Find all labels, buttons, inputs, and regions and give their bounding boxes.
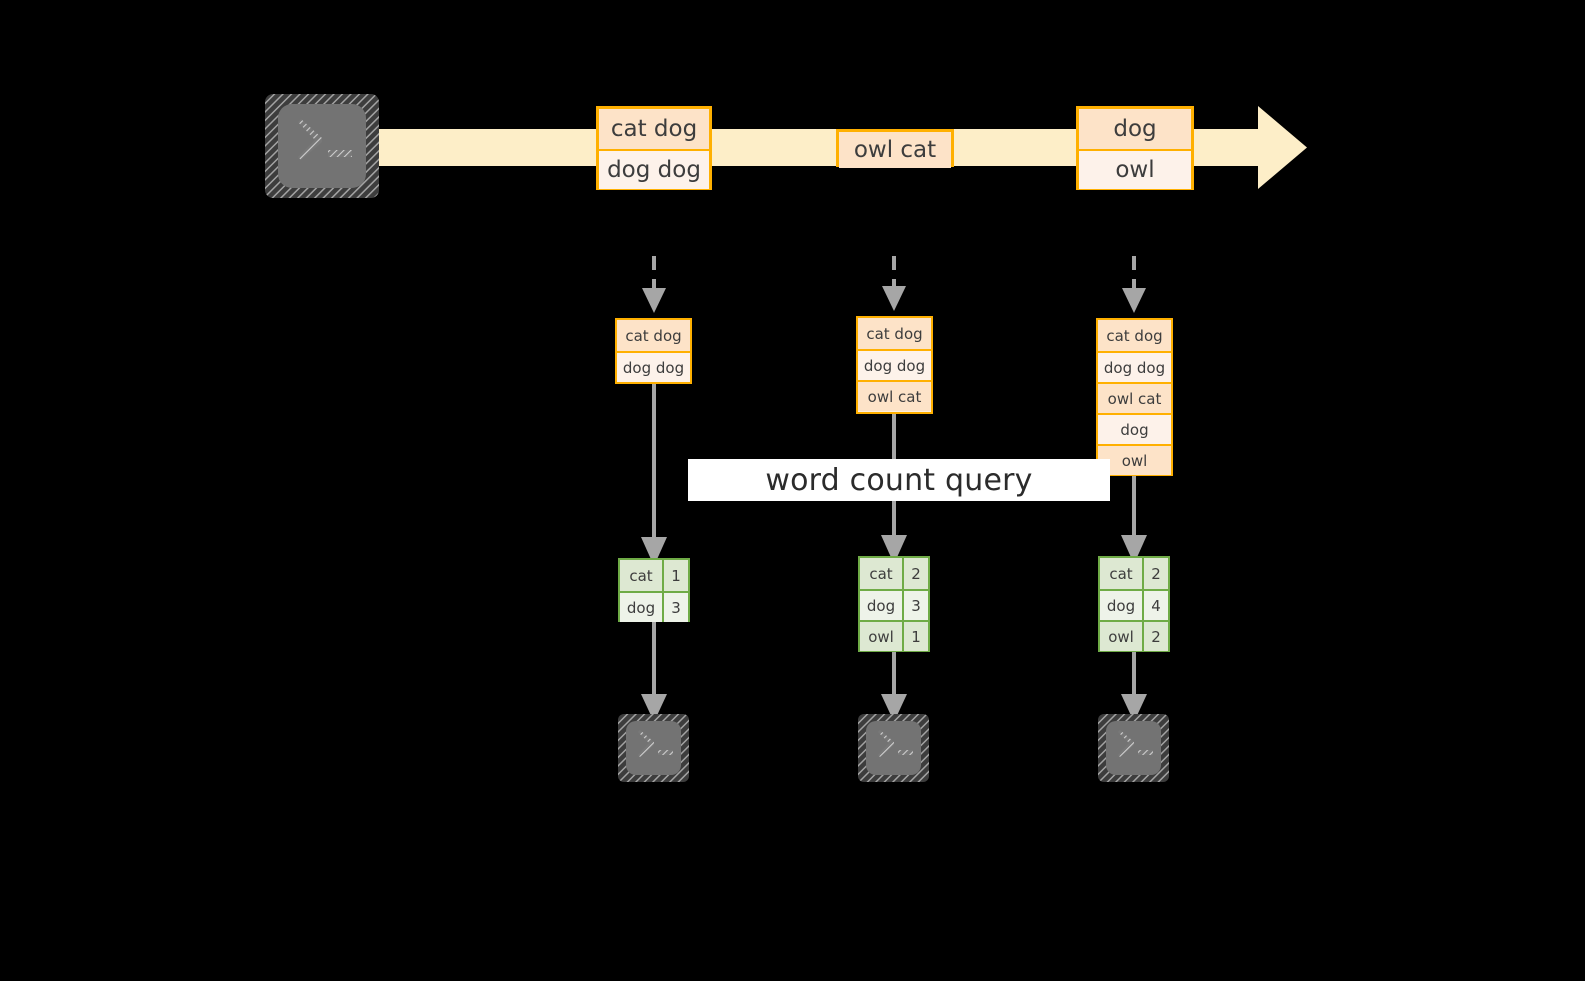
result-word: dog (860, 591, 904, 620)
result-word: dog (1100, 591, 1144, 620)
snapshot-record: dog dog (1098, 351, 1171, 382)
stream-record: owl cat (839, 132, 951, 168)
result-count: 4 (1151, 596, 1161, 615)
result-count: 2 (911, 564, 921, 583)
query-label-band: word count query (688, 459, 1110, 501)
stream-record: dog dog (599, 149, 709, 189)
result-word: dog (620, 593, 664, 622)
snapshot-record: owl cat (858, 380, 931, 411)
snapshot-3[interactable]: cat dog dog dog owl cat dog owl (1096, 318, 1173, 476)
snapshot-record: dog (1098, 413, 1171, 444)
stream-record: owl (1079, 149, 1191, 189)
snapshot-1[interactable]: cat dog dog dog (615, 318, 692, 384)
result-count: 2 (1151, 627, 1161, 646)
source-terminal-icon[interactable] (265, 94, 379, 198)
table-row: dog 4 (1100, 589, 1168, 620)
sink-terminal-1[interactable] (618, 714, 689, 782)
terminal-icon (1098, 714, 1169, 782)
terminal-icon (618, 714, 689, 782)
stream-group-3[interactable]: dog owl (1076, 106, 1194, 190)
result-word: cat (620, 560, 664, 591)
result-word: cat (860, 558, 904, 589)
result-word: cat (1100, 558, 1144, 589)
snapshot-record: cat dog (1098, 320, 1171, 351)
table-row: owl 1 (860, 620, 928, 651)
table-row: cat 2 (860, 558, 928, 589)
snapshot-2[interactable]: cat dog dog dog owl cat (856, 316, 933, 414)
query-label: word count query (765, 462, 1033, 498)
stream-group-1[interactable]: cat dog dog dog (596, 106, 712, 190)
snapshot-record: dog dog (858, 349, 931, 380)
result-count: 3 (671, 598, 681, 617)
result-count: 1 (671, 566, 681, 585)
result-word: owl (860, 622, 904, 651)
stream-group-2[interactable]: owl cat (836, 129, 954, 168)
table-row: dog 3 (860, 589, 928, 620)
terminal-icon (858, 714, 929, 782)
stream-record: cat dog (599, 109, 709, 149)
snapshot-record: owl cat (1098, 382, 1171, 413)
terminal-icon (265, 94, 379, 198)
snapshot-record: cat dog (858, 318, 931, 349)
result-count: 1 (911, 627, 921, 646)
sink-terminal-2[interactable] (858, 714, 929, 782)
table-row: cat 2 (1100, 558, 1168, 589)
table-row: dog 3 (620, 591, 688, 622)
result-count: 3 (911, 596, 921, 615)
result-count: 2 (1151, 564, 1161, 583)
result-table-2[interactable]: cat 2 dog 3 owl 1 (858, 556, 930, 652)
result-table-1[interactable]: cat 1 dog 3 (618, 558, 690, 622)
result-word: owl (1100, 622, 1144, 651)
sink-terminal-3[interactable] (1098, 714, 1169, 782)
stream-record: dog (1079, 109, 1191, 149)
result-table-3[interactable]: cat 2 dog 4 owl 2 (1098, 556, 1170, 652)
table-row: cat 1 (620, 560, 688, 591)
table-row: owl 2 (1100, 620, 1168, 651)
snapshot-record: owl (1098, 444, 1171, 475)
snapshot-record: dog dog (617, 351, 690, 382)
snapshot-record: cat dog (617, 320, 690, 351)
